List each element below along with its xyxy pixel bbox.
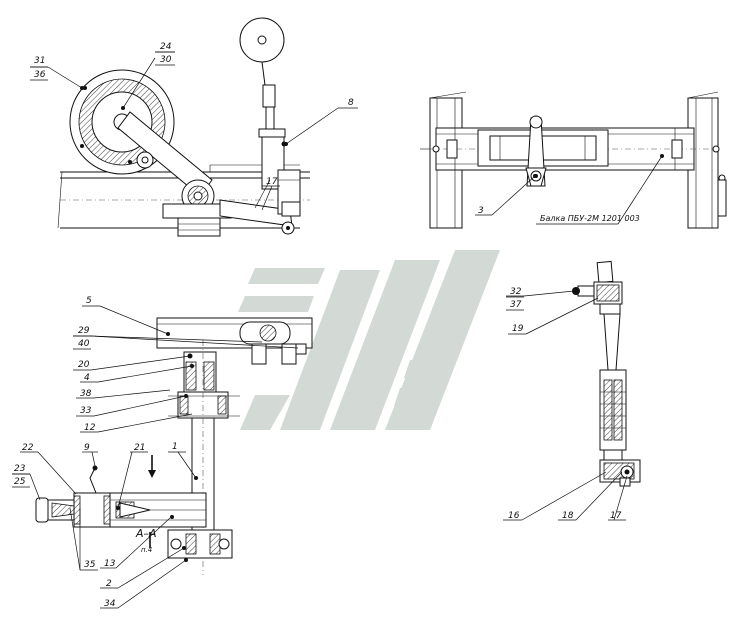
leader-dots <box>80 86 537 562</box>
callout-37: 37 <box>510 300 522 310</box>
callout-24: 24 <box>160 42 172 52</box>
callout-23: 23 <box>14 464 26 474</box>
callout-29: 29 <box>78 326 90 336</box>
right-cylinder-view <box>572 260 641 487</box>
callout-8: 8 <box>348 98 354 108</box>
callout-38: 38 <box>80 389 92 399</box>
callout-13: 13 <box>104 559 116 569</box>
callout-labels: 31 36 24 30 8 17 3 Балка ПБУ-2М 1201 003… <box>14 42 640 609</box>
callout-19: 19 <box>512 324 524 334</box>
top-hydro-cylinder <box>239 17 301 217</box>
callout-31: 31 <box>34 56 45 66</box>
callout-20: 20 <box>78 360 90 370</box>
top-right-view <box>420 91 727 229</box>
callout-1: 1 <box>172 442 178 452</box>
callout-40: 40 <box>78 339 90 349</box>
callout-30: 30 <box>160 55 172 65</box>
callout-17b: 17 <box>610 511 622 521</box>
callout-36: 36 <box>34 70 46 80</box>
callout-4: 4 <box>84 373 90 383</box>
callout-ref-beam: Балка ПБУ-2М 1201 003 <box>540 214 640 223</box>
callout-33: 33 <box>80 406 92 416</box>
callout-32: 32 <box>510 287 522 297</box>
top-left-view <box>57 17 310 237</box>
wheel-arm <box>117 111 295 237</box>
callout-34: 34 <box>104 599 116 609</box>
callout-25: 25 <box>14 477 26 487</box>
callout-3: 3 <box>478 206 484 216</box>
callout-5: 5 <box>86 296 92 306</box>
callout-17: 17 <box>266 177 278 187</box>
callout-dividers <box>12 51 524 488</box>
leader-lines <box>12 51 664 609</box>
callout-16: 16 <box>508 511 520 521</box>
rotation-label: п.4 <box>141 546 152 554</box>
callout-22: 22 <box>22 443 34 453</box>
callout-21: 21 <box>134 443 145 453</box>
watermark-logo <box>228 250 500 430</box>
center-view <box>35 317 313 575</box>
callout-12: 12 <box>84 423 96 433</box>
section-label: А–А <box>135 527 157 540</box>
callout-18: 18 <box>562 511 574 521</box>
callout-2: 2 <box>106 579 112 589</box>
callout-9: 9 <box>84 443 90 453</box>
callout-35: 35 <box>84 560 96 570</box>
